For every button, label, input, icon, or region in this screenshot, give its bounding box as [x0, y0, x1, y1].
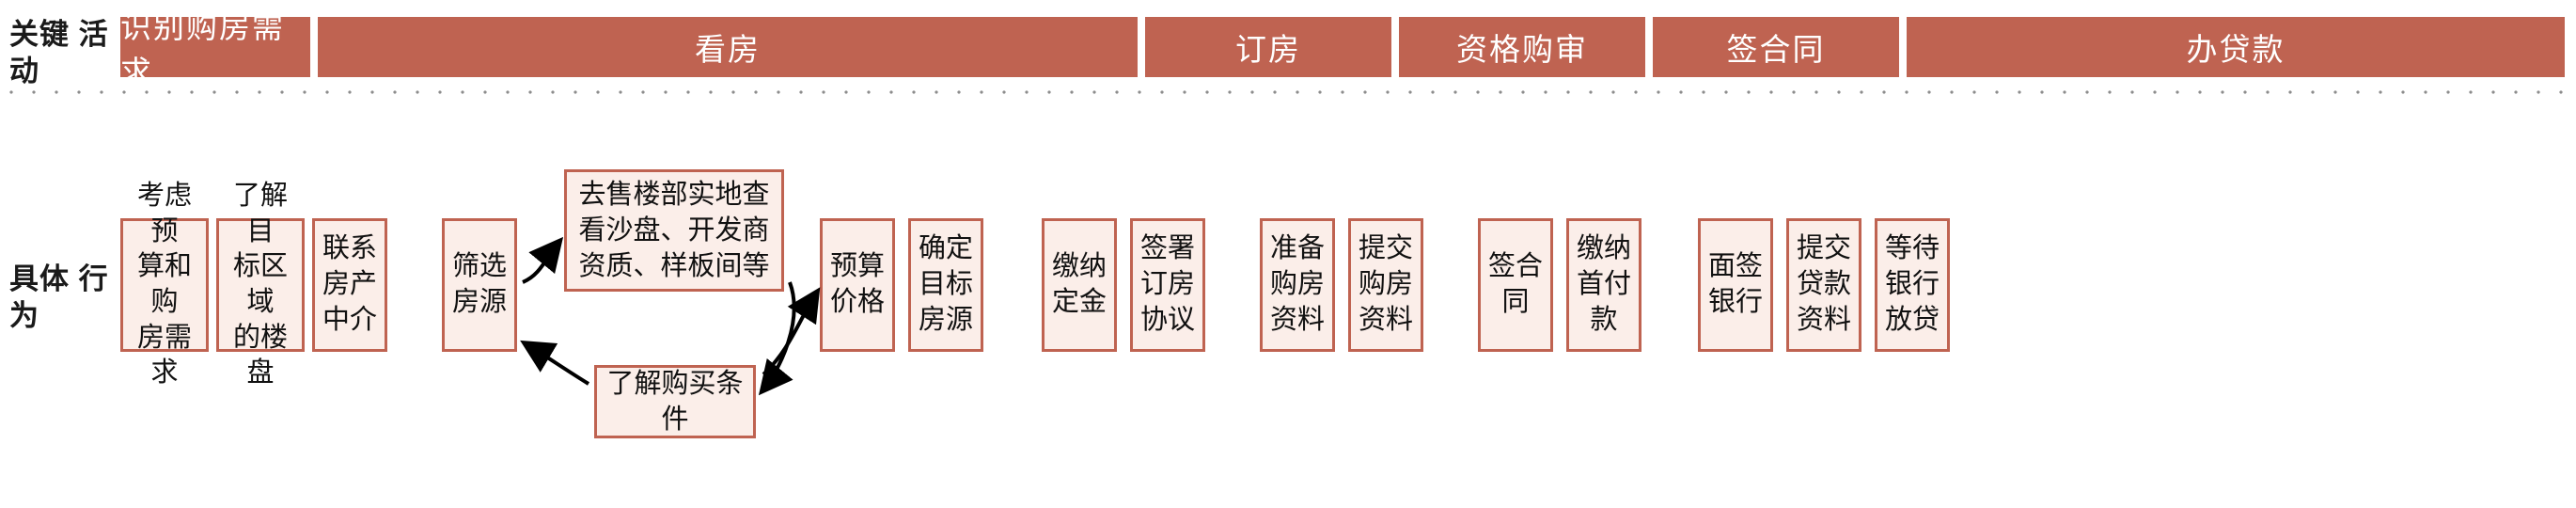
action-box-10[interactable]: 签署 订房 协议: [1130, 218, 1205, 352]
action-box-6[interactable]: 了解购买条件: [594, 365, 756, 438]
action-box-15[interactable]: 面签 银行: [1698, 218, 1773, 352]
section-divider-dotted: [0, 90, 2576, 94]
phase-bar-5[interactable]: 签合同: [1653, 17, 1899, 77]
arrow-screen-to-site-visit: [522, 236, 564, 284]
action-box-2[interactable]: 了解目 标区域 的楼盘: [216, 181, 305, 388]
action-box-1[interactable]: 考虑预 算和购 房需求: [120, 181, 209, 388]
action-box-8[interactable]: 确定 目标 房源: [908, 218, 983, 352]
action-box-14[interactable]: 缴纳 首付 款: [1566, 218, 1641, 352]
arrow-conditions-to-screen: [520, 340, 590, 386]
phase-bar-2[interactable]: 看房: [318, 17, 1138, 77]
action-box-7[interactable]: 预算 价格: [820, 218, 895, 352]
action-box-9[interactable]: 缴纳 定金: [1042, 218, 1117, 352]
action-box-17[interactable]: 等待 银行 放贷: [1875, 218, 1950, 352]
action-box-5[interactable]: 去售楼部实地查 看沙盘、开发商 资质、样板间等: [564, 169, 784, 292]
arrow-conditions-to-budget: [762, 287, 821, 376]
action-box-4[interactable]: 筛选 房源: [442, 218, 517, 352]
phase-bar-3[interactable]: 订房: [1145, 17, 1391, 77]
phase-bar-4[interactable]: 资格购审: [1399, 17, 1645, 77]
phase-bar-6[interactable]: 办贷款: [1907, 17, 2565, 77]
arrow-site-visit-to-conditions: [758, 281, 796, 396]
action-box-13[interactable]: 签合 同: [1478, 218, 1553, 352]
action-box-11[interactable]: 准备 购房 资料: [1260, 218, 1335, 352]
row-label-specific-behaviors: 具体 行为: [9, 262, 109, 332]
row-label-key-activities: 关键 活动: [9, 18, 109, 87]
action-box-12[interactable]: 提交 购房 资料: [1348, 218, 1423, 352]
action-box-3[interactable]: 联系 房产 中介: [312, 218, 387, 352]
action-box-16[interactable]: 提交 贷款 资料: [1786, 218, 1861, 352]
phase-bar-1[interactable]: 识别购房需求: [120, 9, 310, 89]
